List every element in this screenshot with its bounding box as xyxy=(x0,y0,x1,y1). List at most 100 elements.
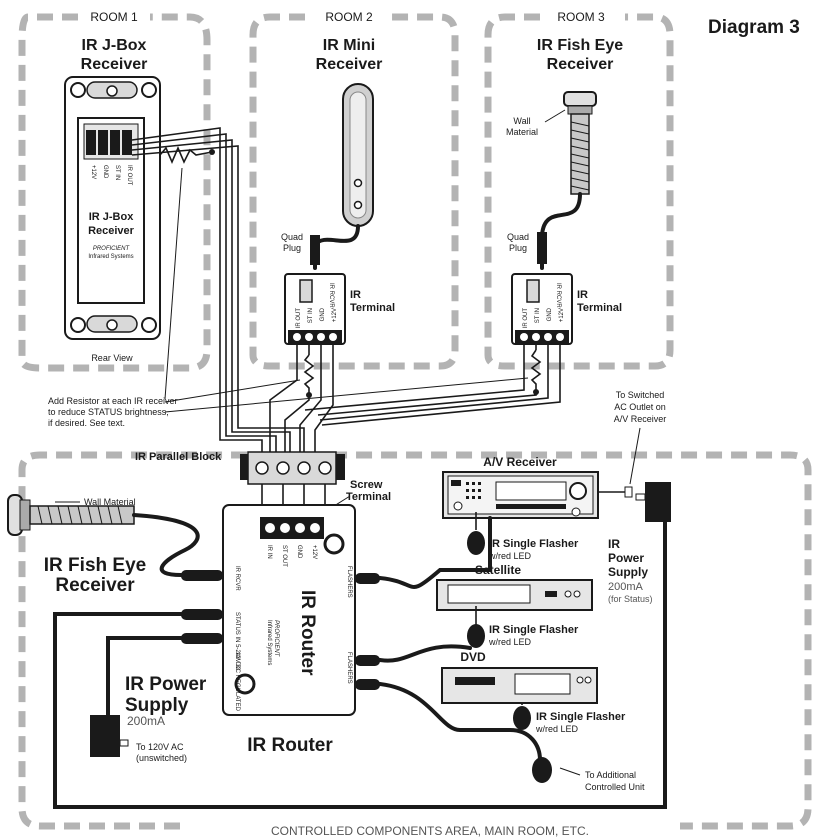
diagram-title: Diagram 3 xyxy=(708,17,800,38)
mini-plug-2: Plug xyxy=(283,243,301,253)
main-power-ac-2: (unswitched) xyxy=(136,753,187,763)
fisheye-terminal-1: IR xyxy=(577,289,588,301)
flasher-2-title: IR Single Flasher xyxy=(489,624,579,636)
mini-title-2: Receiver xyxy=(316,56,383,73)
mini-rcvr-label: IR RCVR xyxy=(328,283,334,308)
av-receiver: A/V Receiver To Switched AC Outlet on A/… xyxy=(442,390,667,519)
mini-plug-1: Quad xyxy=(281,232,303,242)
flasher-1: IR Single Flasher w/red LED xyxy=(378,512,579,589)
mini-pin-1: ST IN xyxy=(308,308,314,323)
jbox-receiver: IR J-Box Receiver +12V GND ST IN IR OUT … xyxy=(64,37,161,363)
router-pin-1: ST OUT xyxy=(281,545,287,567)
flasher-3-title: IR Single Flasher xyxy=(536,711,626,723)
router-port-flashers-2: FLASHERS xyxy=(346,652,352,684)
resistor-note: Add Resistor at each IR receiver to redu… xyxy=(48,167,529,428)
status-power-title-1: IR xyxy=(608,537,620,551)
fisheye-pin-2: GND xyxy=(547,307,553,321)
fisheye-wall-1: Wall xyxy=(513,116,530,126)
fisheye-plug-2: Plug xyxy=(509,243,527,253)
room2-label: ROOM 2 xyxy=(325,10,373,24)
fisheye-terminal-2: Terminal xyxy=(577,302,622,314)
flasher-3: IR Single Flasher w/red LED xyxy=(378,682,626,762)
jbox-brand: PROFICIENT xyxy=(93,246,131,252)
mini-terminal-2: Terminal xyxy=(350,302,395,314)
status-power-rating: 200mA xyxy=(608,581,644,593)
main-fisheye: Wall Material IR Fish Eye Receiver xyxy=(7,494,200,596)
jbox-pin-0: +12V xyxy=(90,165,96,179)
main-power-title-2: Supply xyxy=(125,695,189,716)
main-wall-label: Wall Material xyxy=(84,497,136,507)
flasher-1-sub: w/red LED xyxy=(488,551,532,561)
flasher-2-sub: w/red LED xyxy=(488,637,532,647)
additional-flasher: To Additional Controlled Unit xyxy=(532,757,645,792)
main-power-supply: IR Power Supply 200mA To 120V AC (unswit… xyxy=(90,636,207,763)
status-power-supply: IR Power Supply 200mA (for Status) xyxy=(608,482,671,604)
mini-receiver: IR Mini Receiver Quad Plug IR RCVR IR OU… xyxy=(281,37,395,345)
room1-label: ROOM 1 xyxy=(90,10,138,24)
status-power-title-2: Power xyxy=(608,551,644,565)
router-port-flashers-1: FLASHERS xyxy=(346,566,352,598)
jbox-pin-3: IR OUT xyxy=(126,165,132,186)
router-pin-2: GND xyxy=(296,545,302,559)
additional-1: To Additional xyxy=(585,770,636,780)
av-switched-2: AC Outlet on xyxy=(614,402,666,412)
dvd: DVD xyxy=(441,650,598,704)
main-fisheye-title-1: IR Fish Eye xyxy=(44,555,146,576)
additional-2: Controlled Unit xyxy=(585,782,645,792)
router-pin-0: IR IN xyxy=(266,545,272,559)
mini-pin-2: GND xyxy=(320,307,326,321)
jbox-title-1: IR J-Box xyxy=(82,37,147,54)
router-port-status: STATUS IN 5-24V DC xyxy=(234,612,240,671)
screw-terminal-1: Screw xyxy=(350,479,383,491)
jbox-face-title-1: IR J-Box xyxy=(89,211,135,223)
room1-area: ROOM 1 xyxy=(18,10,211,372)
main-area: CONTROLLED COMPONENTS AREA, MAIN ROOM, E… xyxy=(18,451,812,838)
av-title: A/V Receiver xyxy=(483,455,557,469)
fisheye-receiver: IR Fish Eye Receiver Wall Material Quad … xyxy=(506,37,623,345)
dvd-title: DVD xyxy=(460,650,486,664)
fisheye-pin-1: ST IN xyxy=(535,308,541,323)
fisheye-pin-3: +12V xyxy=(559,308,565,322)
room-wiring xyxy=(131,127,561,458)
room3-area: ROOM 3 xyxy=(484,10,674,370)
screw-terminal-2: Terminal xyxy=(346,491,391,503)
rear-view-label: Rear View xyxy=(91,353,133,363)
status-power-note: (for Status) xyxy=(608,594,653,604)
mini-terminal-1: IR xyxy=(350,289,361,301)
satellite: Satellite xyxy=(436,563,593,611)
parallel-block-label: IR Parallel Block xyxy=(135,451,222,463)
router-brand: PROFICIENT xyxy=(273,620,279,658)
flasher-3-sub: w/red LED xyxy=(535,724,579,734)
room2-area: ROOM 2 xyxy=(249,10,459,370)
mini-pin-3: +12V xyxy=(332,308,338,322)
av-switched-1: To Switched xyxy=(616,390,665,400)
main-fisheye-title-2: Receiver xyxy=(55,575,135,596)
jbox-face-title-2: Receiver xyxy=(88,225,135,237)
status-power-title-3: Supply xyxy=(608,565,648,579)
room3-label: ROOM 3 xyxy=(557,10,605,24)
jbox-brand-sub: Infrared Systems xyxy=(88,254,133,260)
router-brand-sub: Infrared Systems xyxy=(266,620,272,665)
status-cable xyxy=(53,520,667,809)
parallel-block: IR Parallel Block Screw Terminal xyxy=(135,451,391,519)
jbox-pin-2: ST IN xyxy=(114,165,120,180)
jbox-title-2: Receiver xyxy=(81,56,148,73)
ir-router: IR IN ST OUT GND +12V IR Router PROFICIE… xyxy=(181,504,380,756)
router-pin-3: +12V xyxy=(311,545,317,559)
router-port-power: 12V DC REGULATED xyxy=(234,652,240,712)
av-switched-3: A/V Receiver xyxy=(614,414,667,424)
fisheye-title-1: IR Fish Eye xyxy=(537,37,623,54)
router-caption: IR Router xyxy=(247,735,333,756)
main-power-title-1: IR Power xyxy=(125,674,207,695)
flasher-2: IR Single Flasher w/red LED xyxy=(378,606,579,663)
main-power-rating: 200mA xyxy=(127,714,165,728)
mini-pin-0: IR OUT xyxy=(296,308,302,329)
fisheye-plug-1: Quad xyxy=(507,232,529,242)
flasher-1-title: IR Single Flasher xyxy=(489,538,579,550)
fisheye-pin-0: IR OUT xyxy=(523,308,529,329)
satellite-title: Satellite xyxy=(475,563,521,577)
footer-label: CONTROLLED COMPONENTS AREA, MAIN ROOM, E… xyxy=(271,824,589,838)
resistor-note-3: if desired. See text. xyxy=(48,418,125,428)
fisheye-rcvr-label: IR RCVR xyxy=(555,283,561,308)
